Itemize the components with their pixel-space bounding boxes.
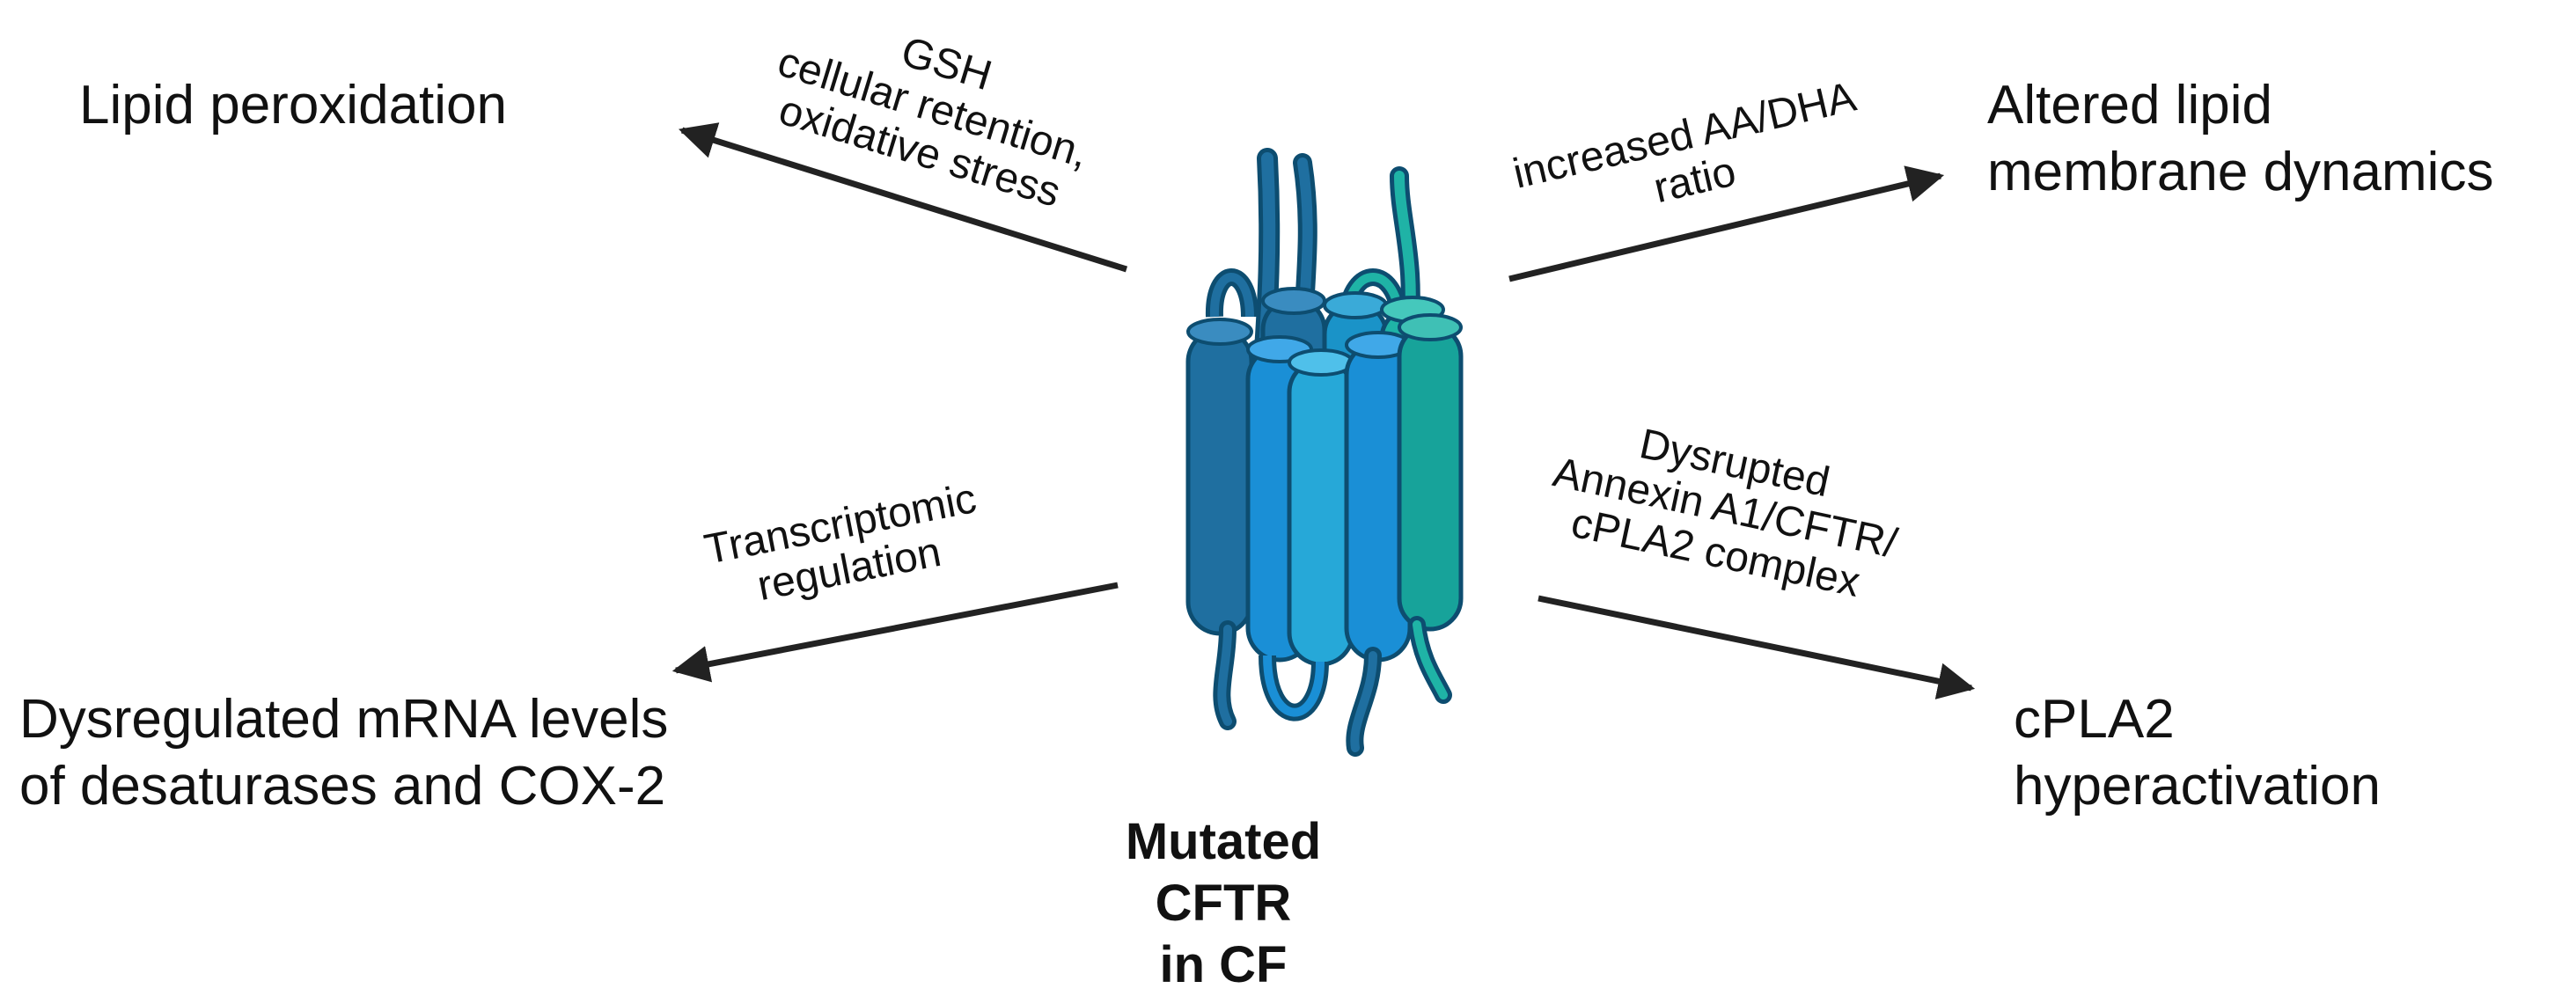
outcome-line: hyperactivation — [2014, 756, 2382, 817]
cftr-protein-icon — [1185, 148, 1464, 757]
outcome-line: Altered lipid — [1987, 75, 2272, 135]
mutated-cftr-label: Mutated CFTR in CF — [1083, 811, 1364, 996]
outcome-altered-membrane-dynamics: Altered lipid membrane dynamics — [1987, 72, 2493, 206]
arrow-to-dysregulated-mrna — [672, 582, 1119, 683]
outcome-dysregulated-mrna: Dysregulated mRNA levels of desaturases … — [19, 686, 668, 820]
outcome-line: Dysregulated mRNA levels — [19, 689, 669, 750]
outcome-line: cPLA2 — [2014, 689, 2175, 750]
outcome-line: Lipid peroxidation — [79, 75, 508, 135]
outcome-lipid-peroxidation: Lipid peroxidation — [79, 72, 507, 139]
arrow-to-lipid-peroxidation — [678, 122, 1128, 273]
arrow-to-cpla2-hyperactivation — [1538, 595, 1976, 699]
diagram-canvas — [672, 122, 1976, 757]
center-line: in CF — [1159, 936, 1288, 993]
arrow-to-altered-membrane-dynamics — [1508, 165, 1945, 282]
outcome-cpla2-hyperactivation: cPLA2 hyperactivation — [2014, 686, 2381, 820]
center-line: Mutated CFTR — [1125, 813, 1322, 932]
outcome-line: of desaturases and COX-2 — [19, 756, 666, 817]
outcome-line: membrane dynamics — [1987, 142, 2494, 202]
